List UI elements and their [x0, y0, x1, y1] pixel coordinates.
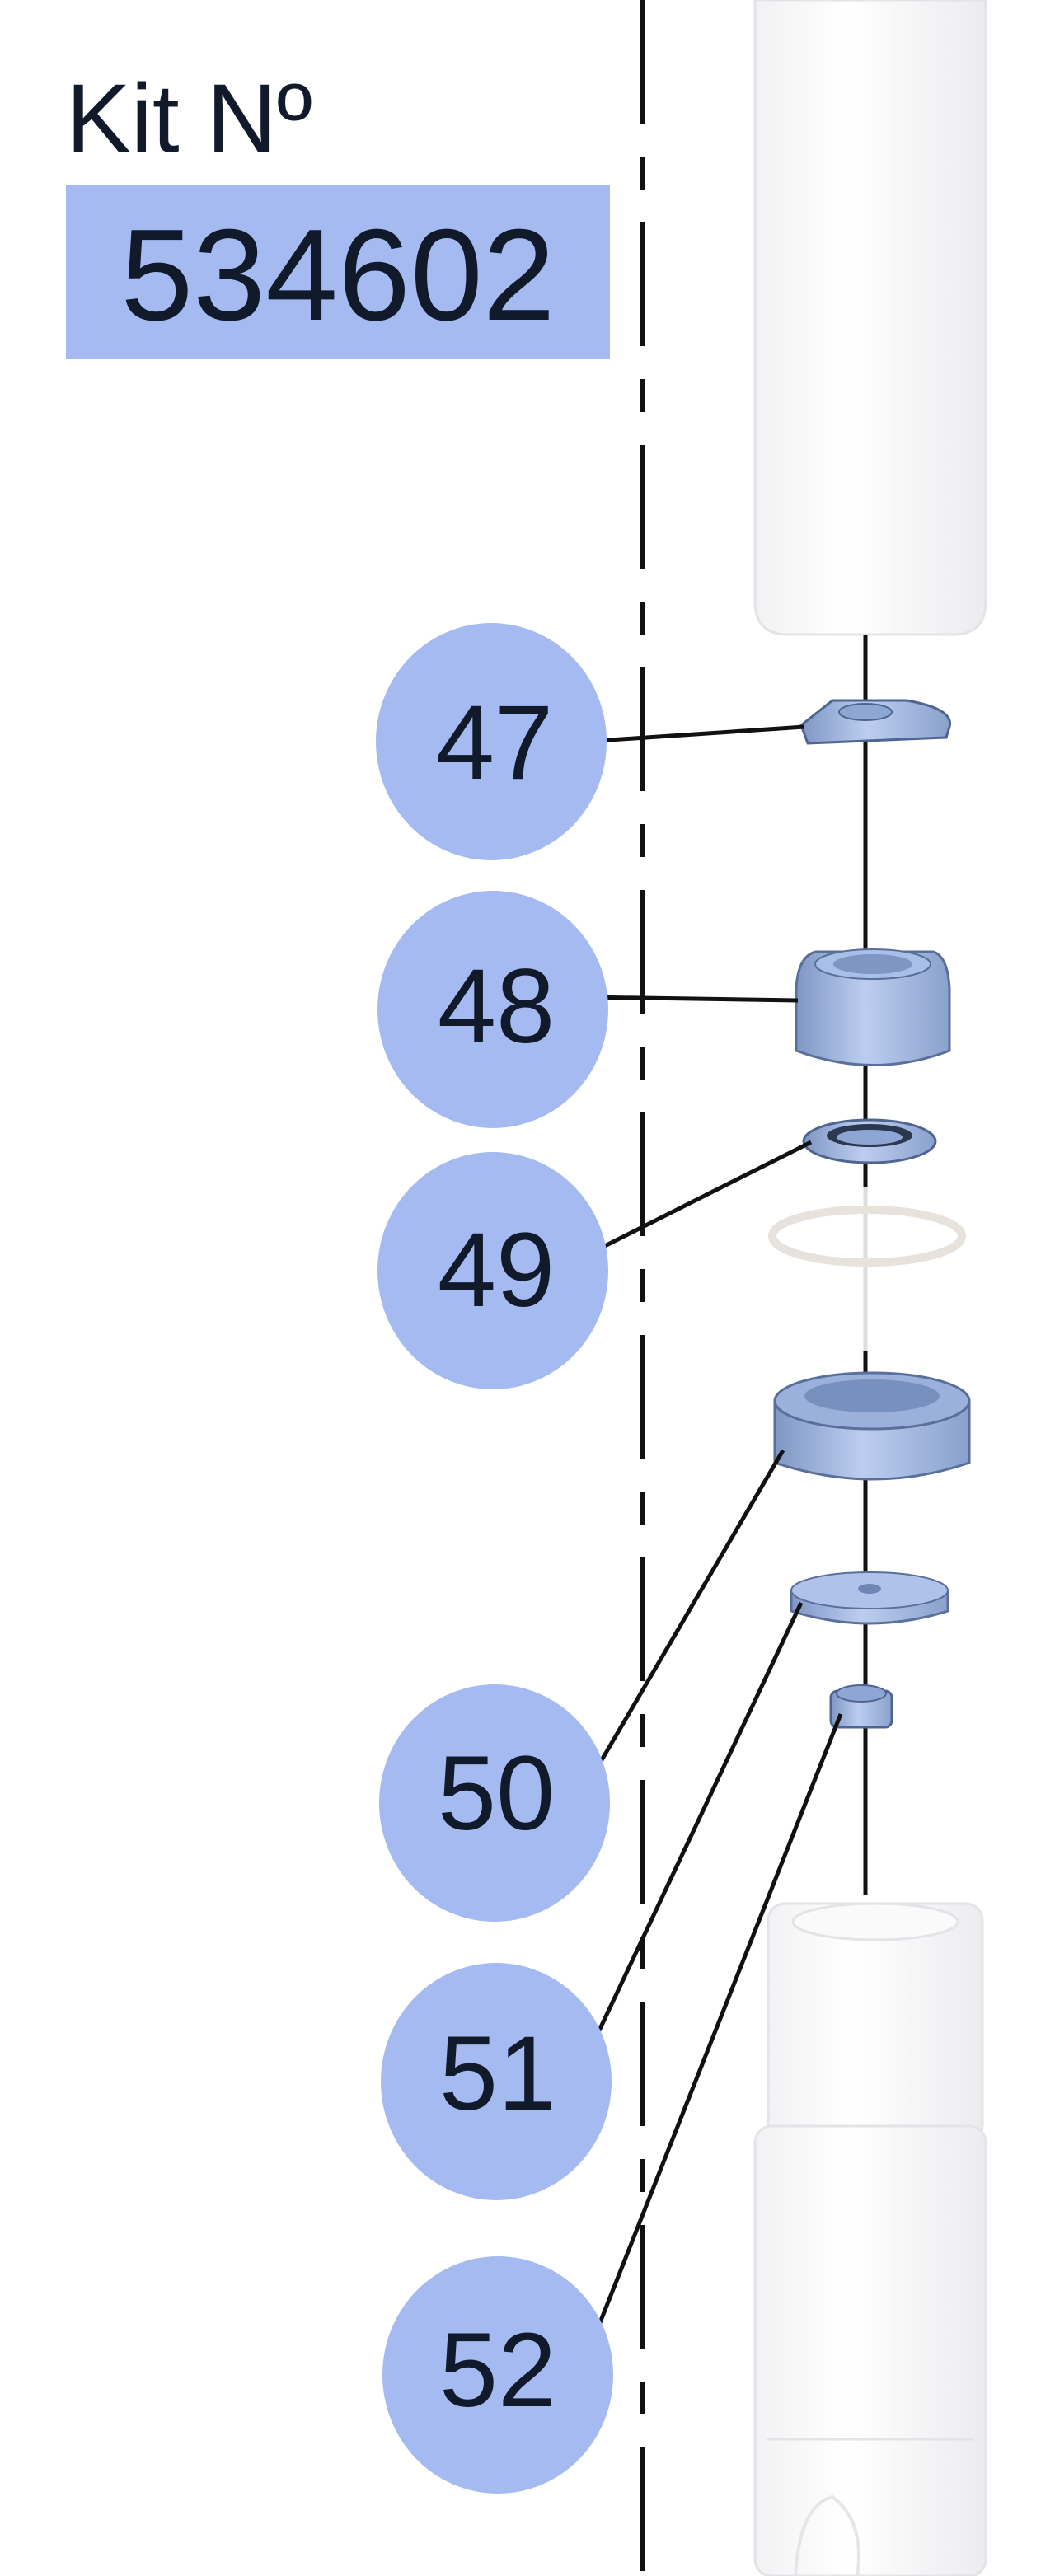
- part-47-plate: [799, 699, 952, 745]
- callout-number: 47: [436, 684, 553, 802]
- part-50-bearing: [773, 1371, 971, 1481]
- callout-number: 51: [439, 2015, 556, 2133]
- part-48-cup: [795, 948, 951, 1066]
- callout-number: 52: [439, 2311, 556, 2429]
- leader-50: [583, 1449, 785, 1790]
- callout-47: 47: [376, 623, 607, 860]
- kit-number-box: [66, 185, 610, 359]
- part-faded-ring: [768, 1206, 966, 1267]
- callout-48: 48: [377, 891, 608, 1128]
- part-51-washer: [790, 1571, 950, 1625]
- callout-50: 50: [379, 1684, 610, 1922]
- callout-51: 51: [381, 1963, 612, 2200]
- lower-tube: [753, 1902, 987, 2576]
- leader-52: [583, 1713, 843, 2361]
- callout-number: 49: [438, 1211, 555, 1329]
- leader-49: [584, 1140, 813, 1258]
- kit-label: Kit Nº: [66, 64, 312, 173]
- leader-lines: [583, 724, 843, 2361]
- leader-51: [583, 1601, 804, 2062]
- callout-52: 52: [382, 2256, 613, 2494]
- kit-number: 534602: [120, 203, 555, 348]
- callout-49: 49: [377, 1152, 608, 1389]
- leader-47: [584, 724, 805, 744]
- callout-number: 50: [438, 1735, 555, 1852]
- part-49-seal-ring: [802, 1118, 937, 1164]
- upper-tube: [753, 0, 987, 636]
- part-52-nut: [829, 1684, 893, 1729]
- leader-48: [584, 995, 799, 1003]
- callout-number: 48: [438, 948, 555, 1066]
